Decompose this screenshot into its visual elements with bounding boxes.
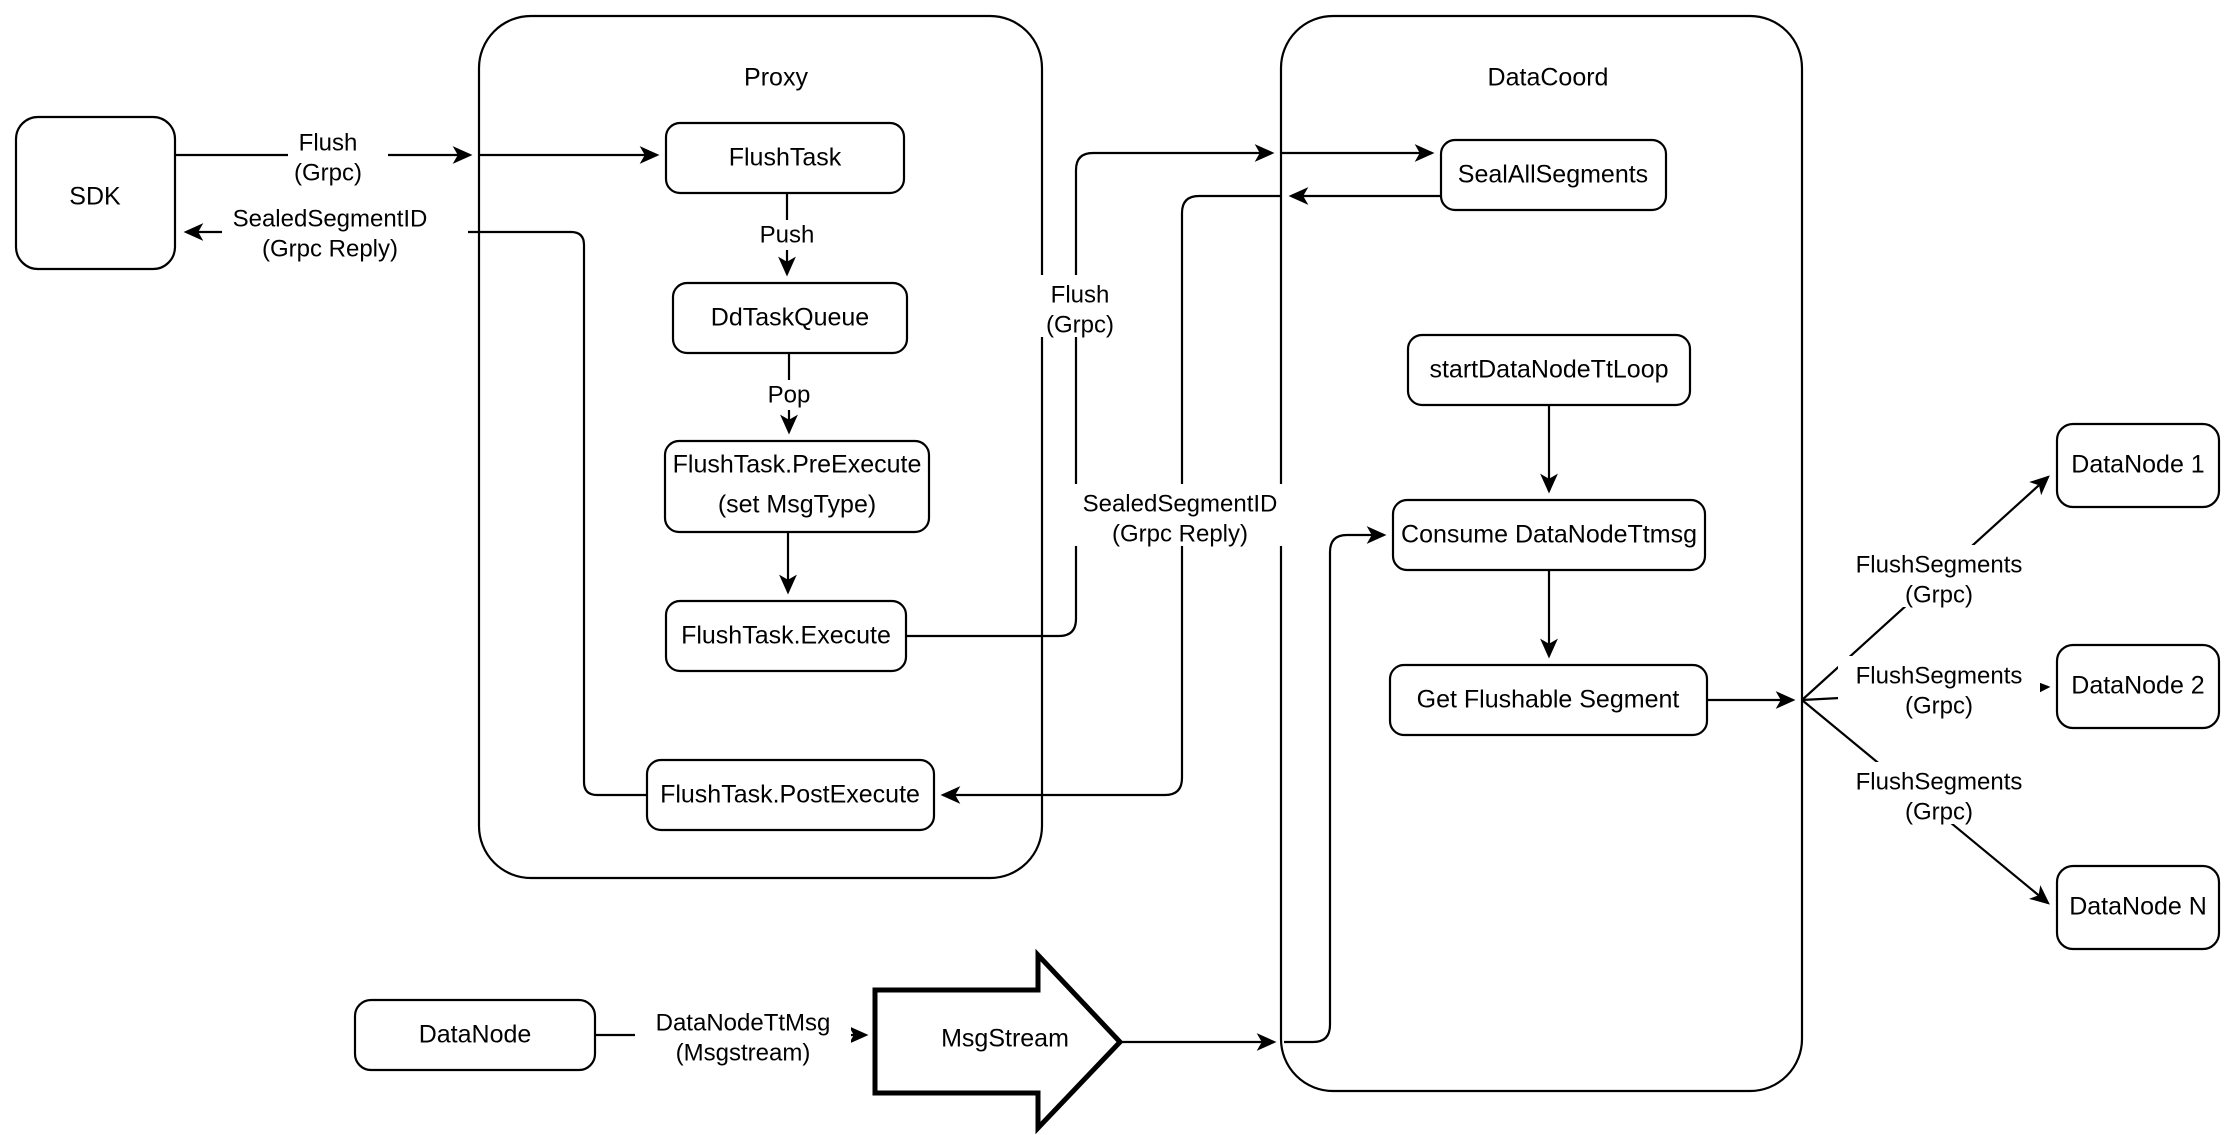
edge-label-sealed-reply-line1: SealedSegmentID (233, 205, 428, 232)
node-sdk-label: SDK (69, 183, 121, 211)
edge-datacoord-to-consume (1284, 526, 1387, 1044)
edge-execute-to-datacoord-flush (906, 144, 1275, 638)
edge-label-proxy-sealed-line2: (Grpc Reply) (1112, 520, 1248, 547)
node-get-flushable-segment-label: Get Flushable Segment (1417, 686, 1680, 714)
edge-label-sealed-reply-line2: (Grpc Reply) (262, 235, 398, 262)
group-proxy (477, 14, 1044, 880)
node-flushtask-label: FlushTask (729, 144, 842, 172)
edge-label-proxy-flush-line1: Flush (1051, 281, 1110, 308)
group-datacoord (1279, 14, 1804, 1093)
edge-label-ttmsg-line2: (Msgstream) (676, 1039, 811, 1066)
node-datanode-2[interactable] (2055, 643, 2221, 730)
edge-label-proxy-sealed-line1: SealedSegmentID (1083, 490, 1278, 517)
edge-label-proxy-flush-line2: (Grpc) (1046, 311, 1114, 338)
node-msgstream-label: MsgStream (941, 1025, 1069, 1053)
edge-label-flushsegments-3-line1: FlushSegments (1856, 768, 2023, 795)
edge-label-flushsegments-2-line2: (Grpc) (1905, 692, 1973, 719)
node-startdatanodettloop-label: startDataNodeTtLoop (1429, 356, 1668, 384)
edge-label-flush-grpc-line1: Flush (299, 129, 358, 156)
edge-label-ttmsg-line1: DataNodeTtMsg (656, 1009, 831, 1036)
edge-label-flushsegments-3-line2: (Grpc) (1905, 798, 1973, 825)
edge-label-flushsegments-2-line1: FlushSegments (1856, 662, 2023, 689)
node-datanode-1-label: DataNode 1 (2071, 451, 2204, 479)
edge-label-flush-grpc-line2: (Grpc) (294, 159, 362, 186)
group-proxy-label: Proxy (744, 64, 808, 92)
node-flushtask[interactable] (664, 121, 906, 195)
node-consume-datanodettmsg-label: Consume DataNodeTtmsg (1401, 521, 1697, 549)
node-sdk[interactable] (14, 115, 177, 271)
node-datanode-2-label: DataNode 2 (2071, 672, 2204, 700)
edge-label-flushsegments-1-line1: FlushSegments (1856, 551, 2023, 578)
node-datanode-1[interactable] (2055, 422, 2221, 509)
edge-label-pop: Pop (768, 381, 811, 408)
node-flushtask-preexecute-label-line1: FlushTask.PreExecute (673, 451, 922, 479)
node-datanode-source-label: DataNode (419, 1021, 532, 1049)
node-datanode-n[interactable] (2055, 864, 2221, 951)
edge-label-flushsegments-1-line2: (Grpc) (1905, 581, 1973, 608)
edge-postexecute-to-sdk-reply (183, 223, 647, 797)
node-ddtaskqueue-label: DdTaskQueue (711, 304, 869, 332)
node-flushtask-execute-label: FlushTask.Execute (681, 622, 891, 650)
node-flushtask-preexecute-label-line2: (set MsgType) (718, 491, 876, 519)
node-datanode-n-label: DataNode N (2069, 893, 2207, 921)
node-flushtask-postexecute-label: FlushTask.PostExecute (660, 781, 920, 809)
node-flushtask-preexecute[interactable] (663, 439, 931, 534)
node-sealallsegments-label: SealAllSegments (1458, 161, 1648, 189)
node-msgstream[interactable] (872, 948, 1124, 1135)
group-datacoord-label: DataCoord (1488, 64, 1609, 92)
edge-label-push: Push (760, 221, 815, 248)
node-sealallsegments[interactable] (1439, 138, 1668, 212)
